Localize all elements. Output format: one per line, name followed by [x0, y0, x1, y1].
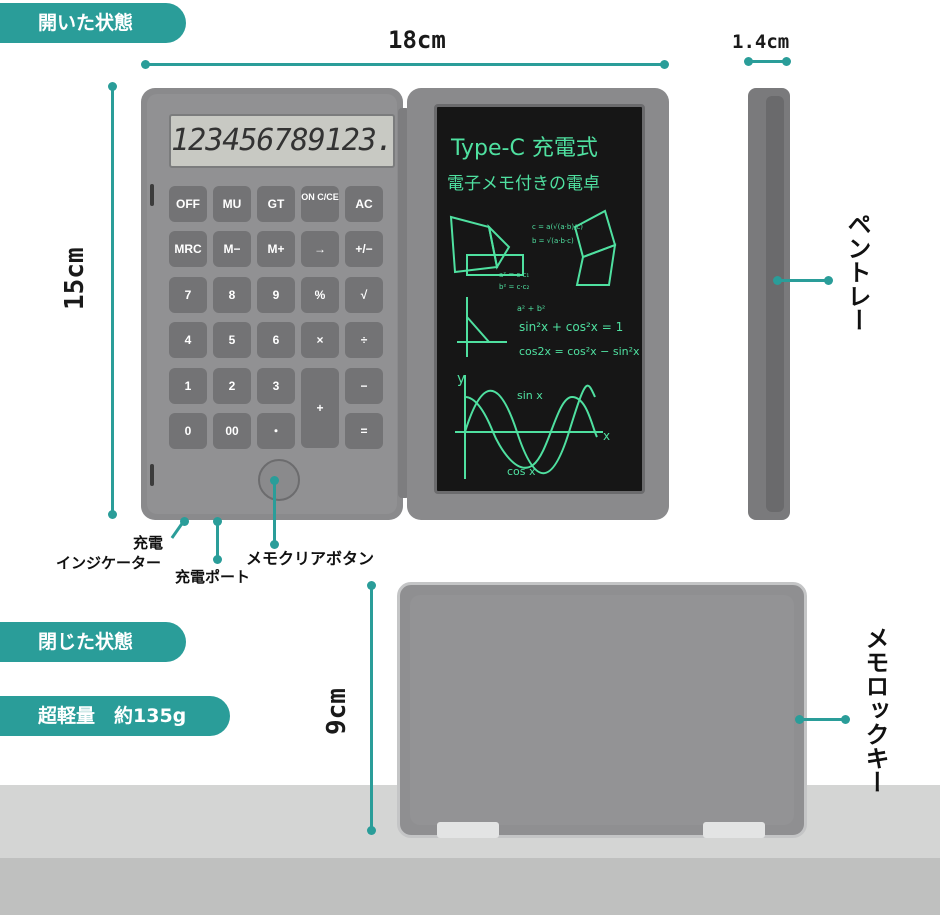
callout-line: [273, 480, 276, 544]
callout-line: [170, 519, 186, 539]
charge-port-label: 充電ポート: [175, 568, 251, 586]
cos-curve: [464, 395, 598, 469]
calc-key[interactable]: 7: [169, 277, 207, 313]
calc-key[interactable]: MRC: [169, 231, 207, 267]
dimension-endpoint: [367, 581, 376, 590]
writing-tablet-panel: Type-C 充電式 電子メモ付きの電卓 c = a(√(a·b)/c) b =…: [407, 88, 669, 520]
calc-key[interactable]: 6: [257, 322, 295, 358]
device-foot: [437, 822, 499, 838]
callout-dot: [841, 715, 850, 724]
calculator-display: 123456789123.: [169, 114, 395, 168]
calc-key[interactable]: ÷: [345, 322, 383, 358]
tablet-subheadline: 電子メモ付きの電卓: [447, 174, 600, 194]
sketch-square: [575, 243, 617, 286]
calc-key[interactable]: OFF: [169, 186, 207, 222]
calc-key[interactable]: AC: [345, 186, 383, 222]
calc-key[interactable]: MU: [213, 186, 251, 222]
calc-key[interactable]: ON C/CE: [301, 186, 339, 222]
width-dimension-label: 18cm: [388, 26, 446, 54]
tablet-headline: Type-C 充電式: [450, 136, 598, 161]
calc-key[interactable]: 5: [213, 322, 251, 358]
sketch-triangle: [487, 223, 511, 270]
calc-key[interactable]: √: [345, 277, 383, 313]
dimension-endpoint: [141, 60, 150, 69]
thickness-dimension-line: [748, 60, 786, 63]
svg-text:b = √(a·b·c): b = √(a·b·c): [532, 237, 574, 245]
memo-clear-button-label: メモクリアボタン: [246, 549, 375, 568]
calc-key-plus[interactable]: +: [301, 368, 339, 448]
callout-dot: [270, 540, 279, 549]
charge-indicator-slot: [150, 184, 154, 206]
calc-key[interactable]: ・: [257, 413, 295, 449]
pen-tray-label: ペントレー: [843, 212, 871, 332]
height-dimension-line: [111, 86, 114, 514]
callout-dot: [824, 276, 833, 285]
sketch-square: [573, 209, 617, 259]
memo-clear-button[interactable]: [258, 459, 300, 501]
width-dimension-line: [145, 63, 665, 66]
svg-text:c = a(√(a·b)/c): c = a(√(a·b)/c): [532, 223, 583, 231]
plot-y-label: y: [457, 371, 465, 387]
floor-shadow: [0, 858, 940, 915]
dimension-endpoint: [660, 60, 669, 69]
calc-key[interactable]: GT: [257, 186, 295, 222]
height-dimension-label: 15cm: [60, 247, 90, 310]
calc-key[interactable]: →: [301, 231, 339, 267]
sketch-square: [449, 215, 499, 274]
thickness-dimension-label: 1.4cm: [732, 31, 790, 53]
memo-lock-key-label: メモロックキー: [861, 626, 889, 794]
calc-key[interactable]: 8: [213, 277, 251, 313]
writing-screen-drawing: Type-C 充電式 電子メモ付きの電卓 c = a(√(a·b)/c) b =…: [447, 136, 640, 479]
formula-double-angle: cos2x = cos²x − sin²x: [519, 345, 640, 358]
closed-device: [397, 582, 807, 838]
calc-key[interactable]: ×: [301, 322, 339, 358]
calc-key[interactable]: 00: [213, 413, 251, 449]
closed-height-dimension-label: 9cm: [322, 688, 352, 735]
formula-pythagorean: sin²x + cos²x = 1: [519, 320, 623, 334]
lcd-writing-screen[interactable]: Type-C 充電式 電子メモ付きの電卓 c = a(√(a·b)/c) b =…: [434, 104, 645, 494]
charge-indicator-label-line1: 充電: [133, 534, 164, 552]
dimension-endpoint: [782, 57, 791, 66]
svg-text:a² + b²: a² + b²: [517, 304, 545, 313]
dimension-endpoint: [744, 57, 753, 66]
callout-dot: [213, 555, 222, 564]
callout-line: [799, 718, 844, 721]
calc-key[interactable]: +/−: [345, 231, 383, 267]
dimension-endpoint: [108, 510, 117, 519]
sin-curve: [464, 384, 596, 475]
calc-key[interactable]: =: [345, 413, 383, 449]
svg-text:b² = c·c₂: b² = c·c₂: [499, 283, 529, 291]
calc-key[interactable]: 9: [257, 277, 295, 313]
sin-curve-label: sin x: [517, 389, 543, 402]
side-slot: [150, 464, 154, 486]
dimension-endpoint: [367, 826, 376, 835]
plot-x-label: x: [603, 429, 610, 443]
sketch-rectangle: [466, 254, 524, 276]
callout-line: [216, 521, 219, 559]
pen-tray: [766, 96, 784, 512]
calc-key[interactable]: M+: [257, 231, 295, 267]
device-foot: [703, 822, 765, 838]
svg-text:a² = c·c₁: a² = c·c₁: [499, 271, 529, 279]
dimension-endpoint: [108, 82, 117, 91]
callout-line: [777, 279, 827, 282]
calc-key[interactable]: 3: [257, 368, 295, 404]
calc-key[interactable]: 0: [169, 413, 207, 449]
closed-state-tag: 閉じた状態: [0, 622, 186, 662]
weight-tag: 超軽量 約135g: [0, 696, 230, 736]
open-state-tag: 開いた状態: [0, 3, 186, 43]
calc-key[interactable]: M−: [213, 231, 251, 267]
charge-indicator-label-line2: インジケーター: [56, 554, 162, 572]
calc-key[interactable]: 1: [169, 368, 207, 404]
closed-device-cover: [410, 595, 794, 825]
calc-key[interactable]: −: [345, 368, 383, 404]
side-profile: [748, 88, 790, 520]
calc-key[interactable]: %: [301, 277, 339, 313]
calc-key[interactable]: 4: [169, 322, 207, 358]
closed-height-dimension-line: [370, 585, 373, 830]
calc-key[interactable]: 2: [213, 368, 251, 404]
